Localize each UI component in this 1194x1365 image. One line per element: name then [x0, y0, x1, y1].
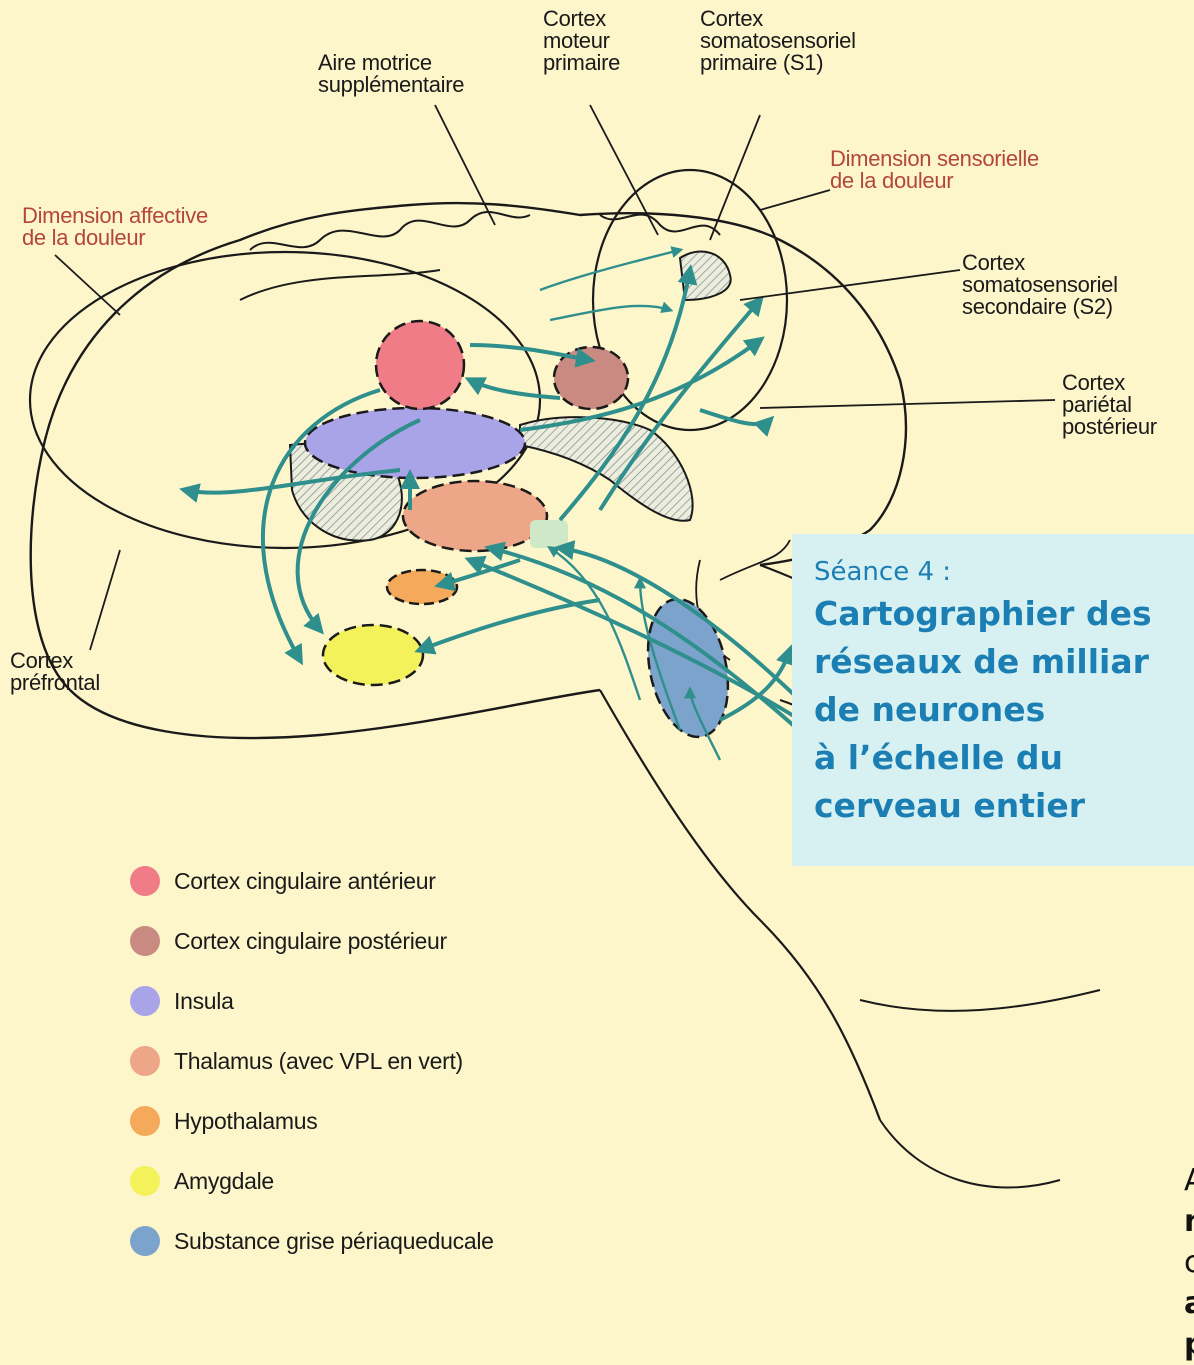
hatched-right-region	[520, 417, 693, 521]
label-cortex-moteur: Cortex moteur primaire	[543, 8, 620, 74]
legend-item: Cortex cingulaire postérieur	[130, 922, 590, 962]
region-cingulaire-anterieur	[376, 321, 464, 409]
legend-swatch	[130, 986, 160, 1016]
pathway-amygdale	[420, 600, 600, 650]
side-text-line: n	[1184, 1201, 1194, 1242]
legend-swatch	[130, 1166, 160, 1196]
legend-swatch	[130, 1046, 160, 1076]
label-cortex-s1: Cortex somatosensoriel primaire (S1)	[700, 8, 856, 74]
legend-item: Hypothalamus	[130, 1102, 590, 1142]
legend-label: Thalamus (avec VPL en vert)	[174, 1048, 463, 1075]
legend-item: Amygdale	[130, 1162, 590, 1202]
region-insula	[305, 408, 525, 478]
label-cortex-prefrontal: Cortex préfrontal	[10, 650, 100, 694]
legend-item: Substance grise périaqueducale	[130, 1222, 590, 1262]
leader-aire-motrice	[435, 105, 495, 225]
seance-title: Cartographier des réseaux de milliar de …	[814, 590, 1194, 830]
label-cortex-s2: Cortex somatosensoriel secondaire (S2)	[962, 252, 1118, 318]
side-text-line: c	[1184, 1242, 1194, 1283]
legend-swatch	[130, 1106, 160, 1136]
gyri-outline	[240, 212, 720, 300]
seance-kicker: Séance 4 :	[814, 554, 1194, 590]
leader-parietal	[760, 400, 1055, 408]
legend-label: Substance grise périaqueducale	[174, 1228, 494, 1255]
pathway-pcc-acc	[470, 380, 560, 398]
side-text-fragment: Ancap	[1184, 1160, 1194, 1365]
region-thalamus	[403, 481, 547, 551]
legend-label: Cortex cingulaire postérieur	[174, 928, 447, 955]
seance-callout: Séance 4 : Cartographier des réseaux de …	[792, 534, 1194, 866]
side-text-line: A	[1184, 1160, 1194, 1201]
legend-swatch	[130, 926, 160, 956]
leader-dim-sensorielle	[760, 190, 830, 210]
pathway-s2-parietal	[700, 410, 770, 424]
label-dim-sensorielle: Dimension sensorielle de la douleur	[830, 148, 1039, 192]
side-text-line: p	[1184, 1324, 1194, 1365]
label-aire-motrice: Aire motrice supplémentaire	[318, 52, 464, 96]
legend-label: Cortex cingulaire antérieur	[174, 868, 436, 895]
leader-cortex-s2	[740, 270, 960, 300]
leader-prefrontal	[90, 550, 120, 650]
region-hypothalamus	[387, 570, 457, 604]
region-vpl	[530, 520, 568, 548]
legend-label: Insula	[174, 988, 234, 1015]
legend-label: Amygdale	[174, 1168, 274, 1195]
brain-bottom-outline	[70, 690, 600, 738]
label-cortex-parietal: Cortex pariétal postérieur	[1062, 372, 1157, 438]
legend-item: Insula	[130, 982, 590, 1022]
legend-swatch	[130, 866, 160, 896]
side-text-line: a	[1184, 1283, 1194, 1324]
legend-label: Hypothalamus	[174, 1108, 317, 1135]
leader-cortex-s1	[710, 115, 760, 240]
legend-swatch	[130, 1226, 160, 1256]
legend-item: Cortex cingulaire antérieur	[130, 862, 590, 902]
legend-item: Thalamus (avec VPL en vert)	[130, 1042, 590, 1082]
region-amygdale	[323, 625, 423, 685]
label-dim-affective: Dimension affective de la douleur	[22, 205, 208, 249]
